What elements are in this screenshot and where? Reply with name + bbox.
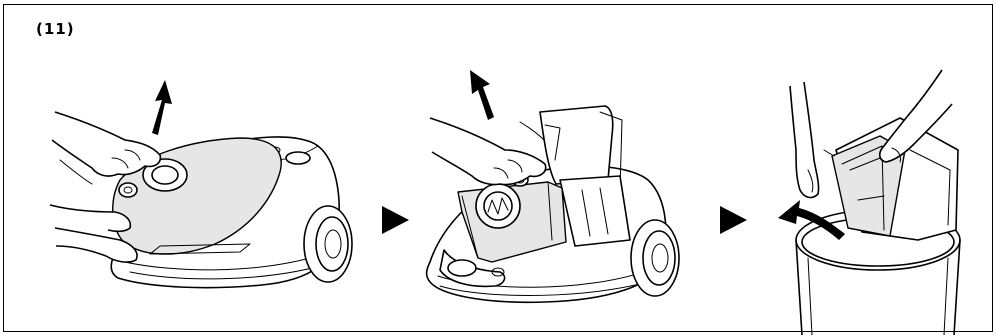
- panel-3-empty-into-bin: [778, 70, 960, 335]
- hand-2: [430, 118, 546, 185]
- up-arrow-icon: [470, 70, 494, 120]
- next-step-arrow-icon: [720, 206, 747, 234]
- panel-2-lift-bag-holder: [427, 70, 679, 302]
- panel-1-remove-cover: [50, 80, 352, 288]
- next-step-arrow-icon: [382, 206, 409, 234]
- up-arrow-icon: [152, 80, 172, 135]
- open-lid: [540, 106, 613, 184]
